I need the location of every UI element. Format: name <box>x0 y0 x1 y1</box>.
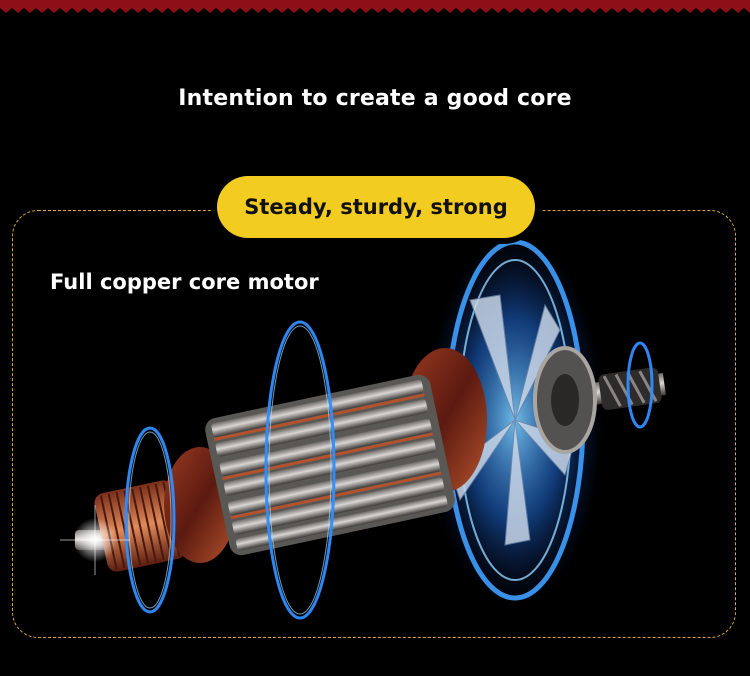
subheading: Full copper core motor <box>50 270 319 294</box>
headline: Intention to create a good core <box>178 86 572 111</box>
motor-group <box>60 235 666 620</box>
badge-pill: Steady, sturdy, strong <box>217 176 535 238</box>
top-decorative-band <box>0 0 750 13</box>
